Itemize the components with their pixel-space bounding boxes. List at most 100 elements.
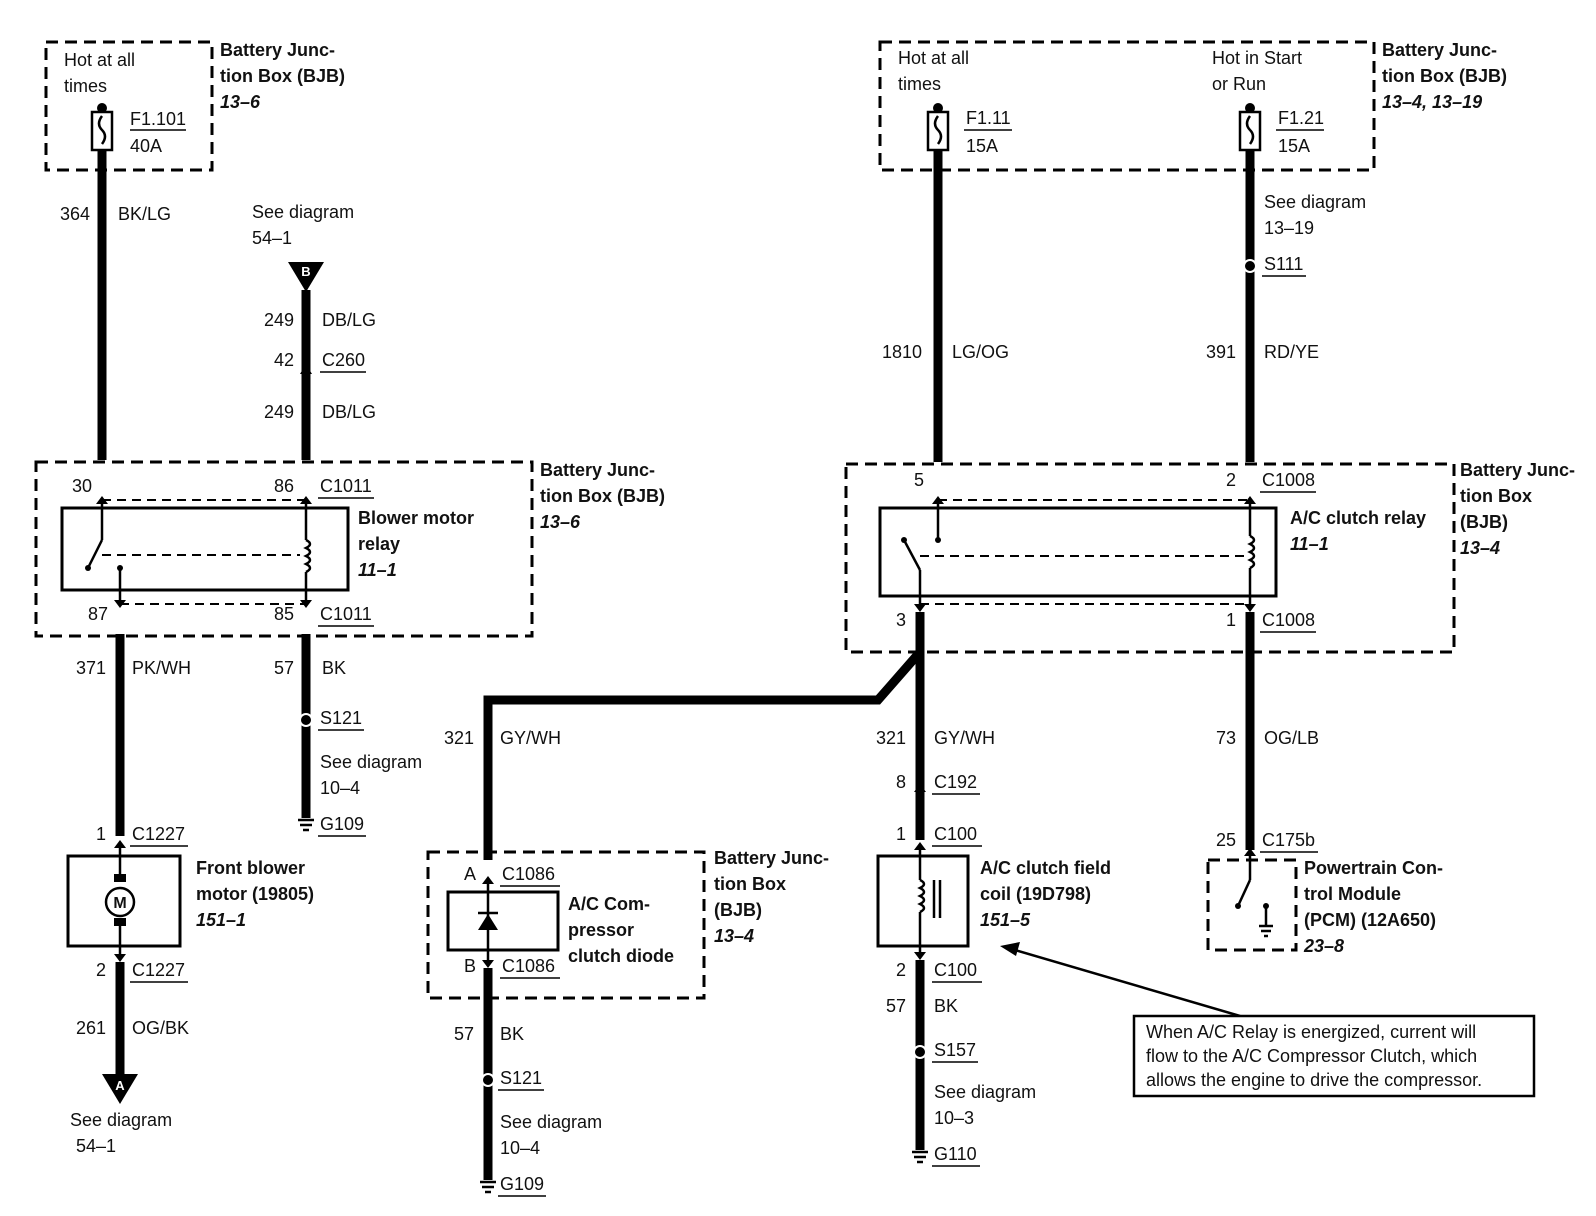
ac-relay-body [878, 506, 1278, 598]
pin-85: 85 [274, 604, 294, 624]
ac-bjb-ref: 13–4 [1460, 538, 1500, 558]
note-callout: When A/C Relay is energized, current wil… [1000, 942, 1536, 1098]
splice-s121-b [481, 1073, 495, 1087]
front-blower-motor: 1 C1227 M Front blower motor (19805) 151… [66, 824, 314, 983]
c1011-top: C1011 [320, 476, 372, 496]
see-diagram-b-2: 54–1 [252, 228, 292, 248]
ac-pin-1: 1 [1226, 610, 1236, 630]
see-10-3-2: 10–3 [934, 1108, 974, 1128]
c260-connector: C260 [322, 350, 365, 370]
diode-bjb-title-1: Battery Junc- [714, 848, 829, 868]
motor-icon [104, 886, 136, 918]
ac-relay-coil-icon [1247, 534, 1256, 570]
ac-pin-5: 5 [914, 470, 924, 490]
connector-b-icon [288, 262, 324, 292]
connector-b-letter: B [301, 264, 310, 279]
note-line-3: allows the engine to drive the compresso… [1146, 1070, 1482, 1090]
splice-s157 [913, 1045, 927, 1059]
circuit-73-color: OG/LB [1264, 728, 1319, 748]
motor-ref: 151–1 [196, 910, 246, 930]
blower-bjb-title-1: Battery Junc- [540, 460, 655, 480]
circuit-249b-color: DB/LG [322, 402, 376, 422]
right-bjb-ref: 13–4, 13–19 [1382, 92, 1482, 112]
splice-s157-label: S157 [934, 1040, 976, 1060]
splice-s111-label: S111 [1264, 254, 1303, 274]
blower-relay-name-1: Blower motor [358, 508, 474, 528]
pcm: 25 C175b Powertrain Con- trol Module (PC… [1206, 830, 1443, 956]
c175b-connector: C175b [1262, 830, 1315, 850]
pcm-ground-icon [1259, 924, 1273, 938]
c1227-bot: C1227 [132, 960, 185, 980]
splice-s121-a [299, 713, 313, 727]
pin-30: 30 [72, 476, 92, 496]
fuse-f1-21-id: F1.21 [1278, 108, 1324, 128]
hot-at-all-times-label-1: Hot at all [64, 50, 135, 70]
ground-g110: G110 [934, 1144, 977, 1164]
field-coil-icon [917, 878, 926, 914]
ac-relay-bjb: Battery Junc- tion Box (BJB) 13–4 5 2 C1… [844, 460, 1575, 654]
circuit-321a-num: 321 [444, 728, 474, 748]
ac-clutch-coil: 1 C100 A/C clutch field coil (19D798) 15… [876, 824, 1111, 983]
coil-name-1: A/C clutch field [980, 858, 1111, 878]
circuit-261-color: OG/BK [132, 1018, 189, 1038]
circuit-391-color: RD/YE [1264, 342, 1319, 362]
note-line-2: flow to the A/C Compressor Clutch, which [1146, 1046, 1477, 1066]
diode-bjb-ref: 13–4 [714, 926, 754, 946]
pcm-name-2: trol Module [1304, 884, 1401, 904]
diode-body [446, 890, 560, 952]
circuit-57c-num: 57 [886, 996, 906, 1016]
c1008-top: C1008 [1262, 470, 1315, 490]
c1008-bot: C1008 [1262, 610, 1315, 630]
pcm-ref: 23–8 [1303, 936, 1344, 956]
c1086-bot: C1086 [502, 956, 555, 976]
hot-start-run-2: or Run [1212, 74, 1266, 94]
ac-relay-ref: 11–1 [1290, 534, 1329, 554]
circuit-371-color: PK/WH [132, 658, 191, 678]
see-10-4a-1: See diagram [320, 752, 422, 772]
relay-coil-icon [303, 538, 312, 574]
see-13-19-2: 13–19 [1264, 218, 1314, 238]
circuit-364-color: BK/LG [118, 204, 171, 224]
circuit-321b-color: GY/WH [934, 728, 995, 748]
c1011-bot: C1011 [320, 604, 372, 624]
motor-symbol: M [113, 895, 126, 912]
diode-name-1: A/C Com- [568, 894, 650, 914]
fuse-rating: 40A [130, 136, 162, 156]
bjb-fuse-box-right: Hot at all times Hot in Start or Run Bat… [878, 40, 1507, 172]
circuit-1810-color: LG/OG [952, 342, 1009, 362]
diode-bjb-title-3: (BJB) [714, 900, 762, 920]
arrow-icon [1000, 942, 1020, 956]
diode-bjb: Battery Junc- tion Box (BJB) 13–4 A C108… [426, 848, 829, 1000]
c260-pin: 42 [274, 350, 294, 370]
circuit-364-num: 364 [60, 204, 90, 224]
circuit-57a-num: 57 [274, 658, 294, 678]
ground-icon [480, 1180, 496, 1194]
right-hot-label-2: times [898, 74, 941, 94]
circuit-249a-num: 249 [264, 310, 294, 330]
blower-relay-name-2: relay [358, 534, 400, 554]
see-10-3-1: See diagram [934, 1082, 1036, 1102]
see-diagram-a-2: 54–1 [76, 1136, 116, 1156]
see-10-4b-1: See diagram [500, 1112, 602, 1132]
hot-at-all-times-label-2: times [64, 76, 107, 96]
ac-pin-3: 3 [896, 610, 906, 630]
circuit-321a-color: GY/WH [500, 728, 561, 748]
right-bjb-title-1: Battery Junc- [1382, 40, 1497, 60]
circuit-57c-color: BK [934, 996, 958, 1016]
diode-name-3: clutch diode [568, 946, 674, 966]
coil-pin-1: 1 [896, 824, 906, 844]
ground-icon [298, 818, 314, 832]
splice-s121-b-label: S121 [500, 1068, 542, 1088]
connector-a-letter: A [115, 1078, 125, 1093]
c192-pin: 8 [896, 772, 906, 792]
see-13-19-1: See diagram [1264, 192, 1366, 212]
pin-86: 86 [274, 476, 294, 496]
motor-pin-1: 1 [96, 824, 106, 844]
blower-bjb-ref: 13–6 [540, 512, 581, 532]
hot-start-run-1: Hot in Start [1212, 48, 1302, 68]
motor-pin-2: 2 [96, 960, 106, 980]
right-hot-label-1: Hot at all [898, 48, 969, 68]
see-diagram-a-1: See diagram [70, 1110, 172, 1130]
coil-name-2: coil (19D798) [980, 884, 1091, 904]
coil-pin-2: 2 [896, 960, 906, 980]
